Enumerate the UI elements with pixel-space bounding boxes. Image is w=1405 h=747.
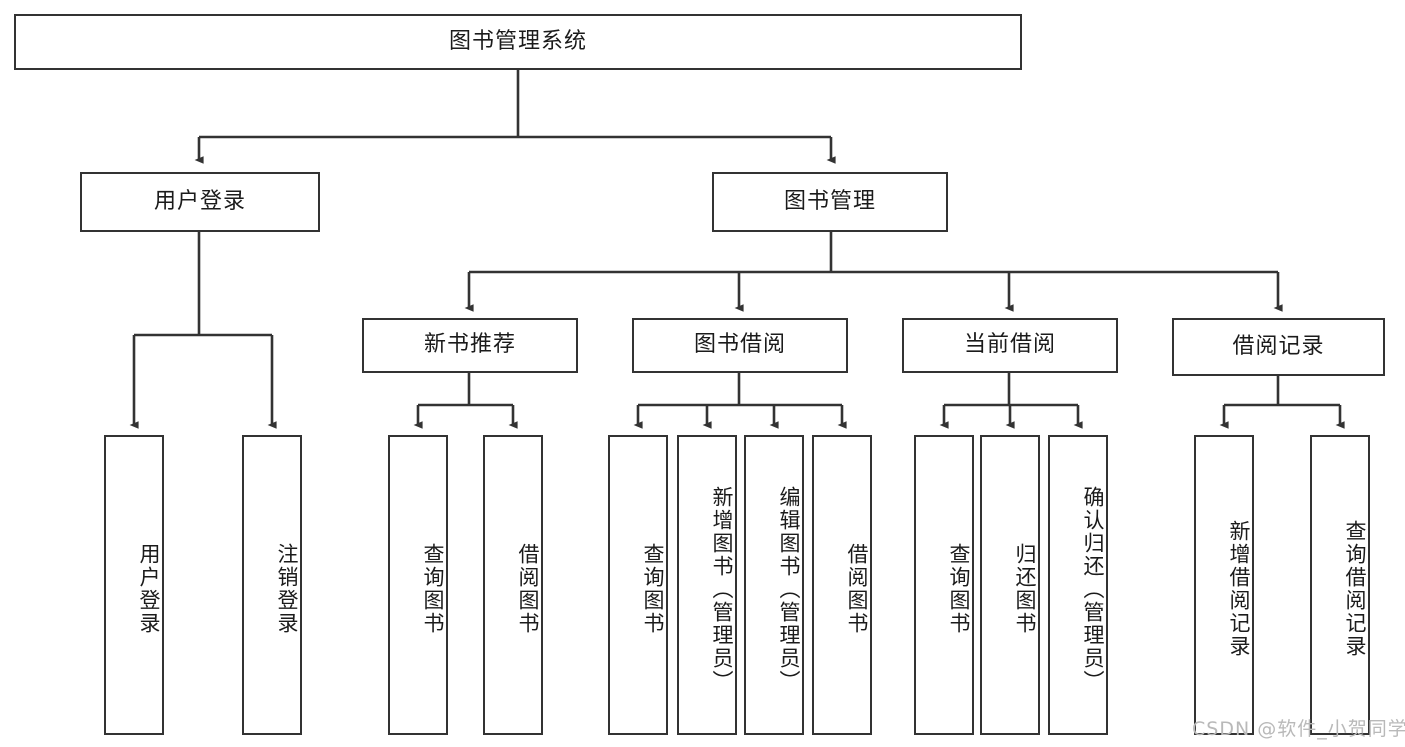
- node-leaf-confirm-return[interactable]: 确认归还（管理员）: [1048, 435, 1108, 735]
- node-user-login[interactable]: 用户登录: [80, 172, 320, 232]
- node-leaf-return-book[interactable]: 归还图书: [980, 435, 1040, 735]
- node-leaf-user-login[interactable]: 用户登录: [104, 435, 164, 735]
- node-book-management-label: 图书管理: [783, 188, 876, 214]
- node-leaf-query-book-3-label: 查询图书: [947, 543, 971, 635]
- node-new-book-recommend[interactable]: 新书推荐: [362, 318, 578, 373]
- node-leaf-add-book-label: 新增图书（管理员）: [710, 485, 734, 693]
- node-leaf-add-record-label: 新增借阅记录: [1227, 520, 1251, 658]
- node-leaf-edit-book-label: 编辑图书（管理员）: [777, 485, 801, 693]
- node-leaf-query-book-1-label: 查询图书: [421, 543, 445, 635]
- node-book-borrow-label: 图书借阅: [693, 332, 786, 358]
- node-user-login-label: 用户登录: [153, 188, 246, 214]
- node-borrow-record[interactable]: 借阅记录: [1172, 318, 1385, 376]
- node-leaf-logout[interactable]: 注销登录: [242, 435, 302, 735]
- node-leaf-query-book-3[interactable]: 查询图书: [914, 435, 974, 735]
- node-leaf-edit-book[interactable]: 编辑图书（管理员）: [744, 435, 804, 735]
- node-leaf-borrow-book-2[interactable]: 借阅图书: [812, 435, 872, 735]
- node-leaf-borrow-book-1-label: 借阅图书: [516, 543, 540, 635]
- node-leaf-user-login-label: 用户登录: [137, 543, 161, 635]
- node-current-borrow[interactable]: 当前借阅: [902, 318, 1118, 373]
- node-leaf-query-record[interactable]: 查询借阅记录: [1310, 435, 1370, 735]
- node-book-management[interactable]: 图书管理: [712, 172, 948, 232]
- node-leaf-query-book-2-label: 查询图书: [641, 543, 665, 635]
- node-current-borrow-label: 当前借阅: [963, 332, 1056, 358]
- node-leaf-add-book[interactable]: 新增图书（管理员）: [677, 435, 737, 735]
- node-root-label: 图书管理系统: [448, 28, 587, 54]
- csdn-watermark: CSDN @软件_小贺同学: [1192, 718, 1405, 740]
- node-borrow-record-label: 借阅记录: [1232, 333, 1325, 359]
- node-leaf-return-book-label: 归还图书: [1013, 543, 1037, 635]
- node-book-borrow[interactable]: 图书借阅: [632, 318, 848, 373]
- node-leaf-add-record[interactable]: 新增借阅记录: [1194, 435, 1254, 735]
- node-leaf-query-book-2[interactable]: 查询图书: [608, 435, 668, 735]
- node-leaf-borrow-book-2-label: 借阅图书: [845, 543, 869, 635]
- node-leaf-query-record-label: 查询借阅记录: [1343, 520, 1367, 658]
- node-new-book-recommend-label: 新书推荐: [423, 332, 516, 358]
- node-leaf-confirm-return-label: 确认归还（管理员）: [1081, 485, 1105, 693]
- node-leaf-query-book-1[interactable]: 查询图书: [388, 435, 448, 735]
- node-leaf-logout-label: 注销登录: [275, 543, 299, 635]
- node-root[interactable]: 图书管理系统: [14, 14, 1022, 70]
- node-leaf-borrow-book-1[interactable]: 借阅图书: [483, 435, 543, 735]
